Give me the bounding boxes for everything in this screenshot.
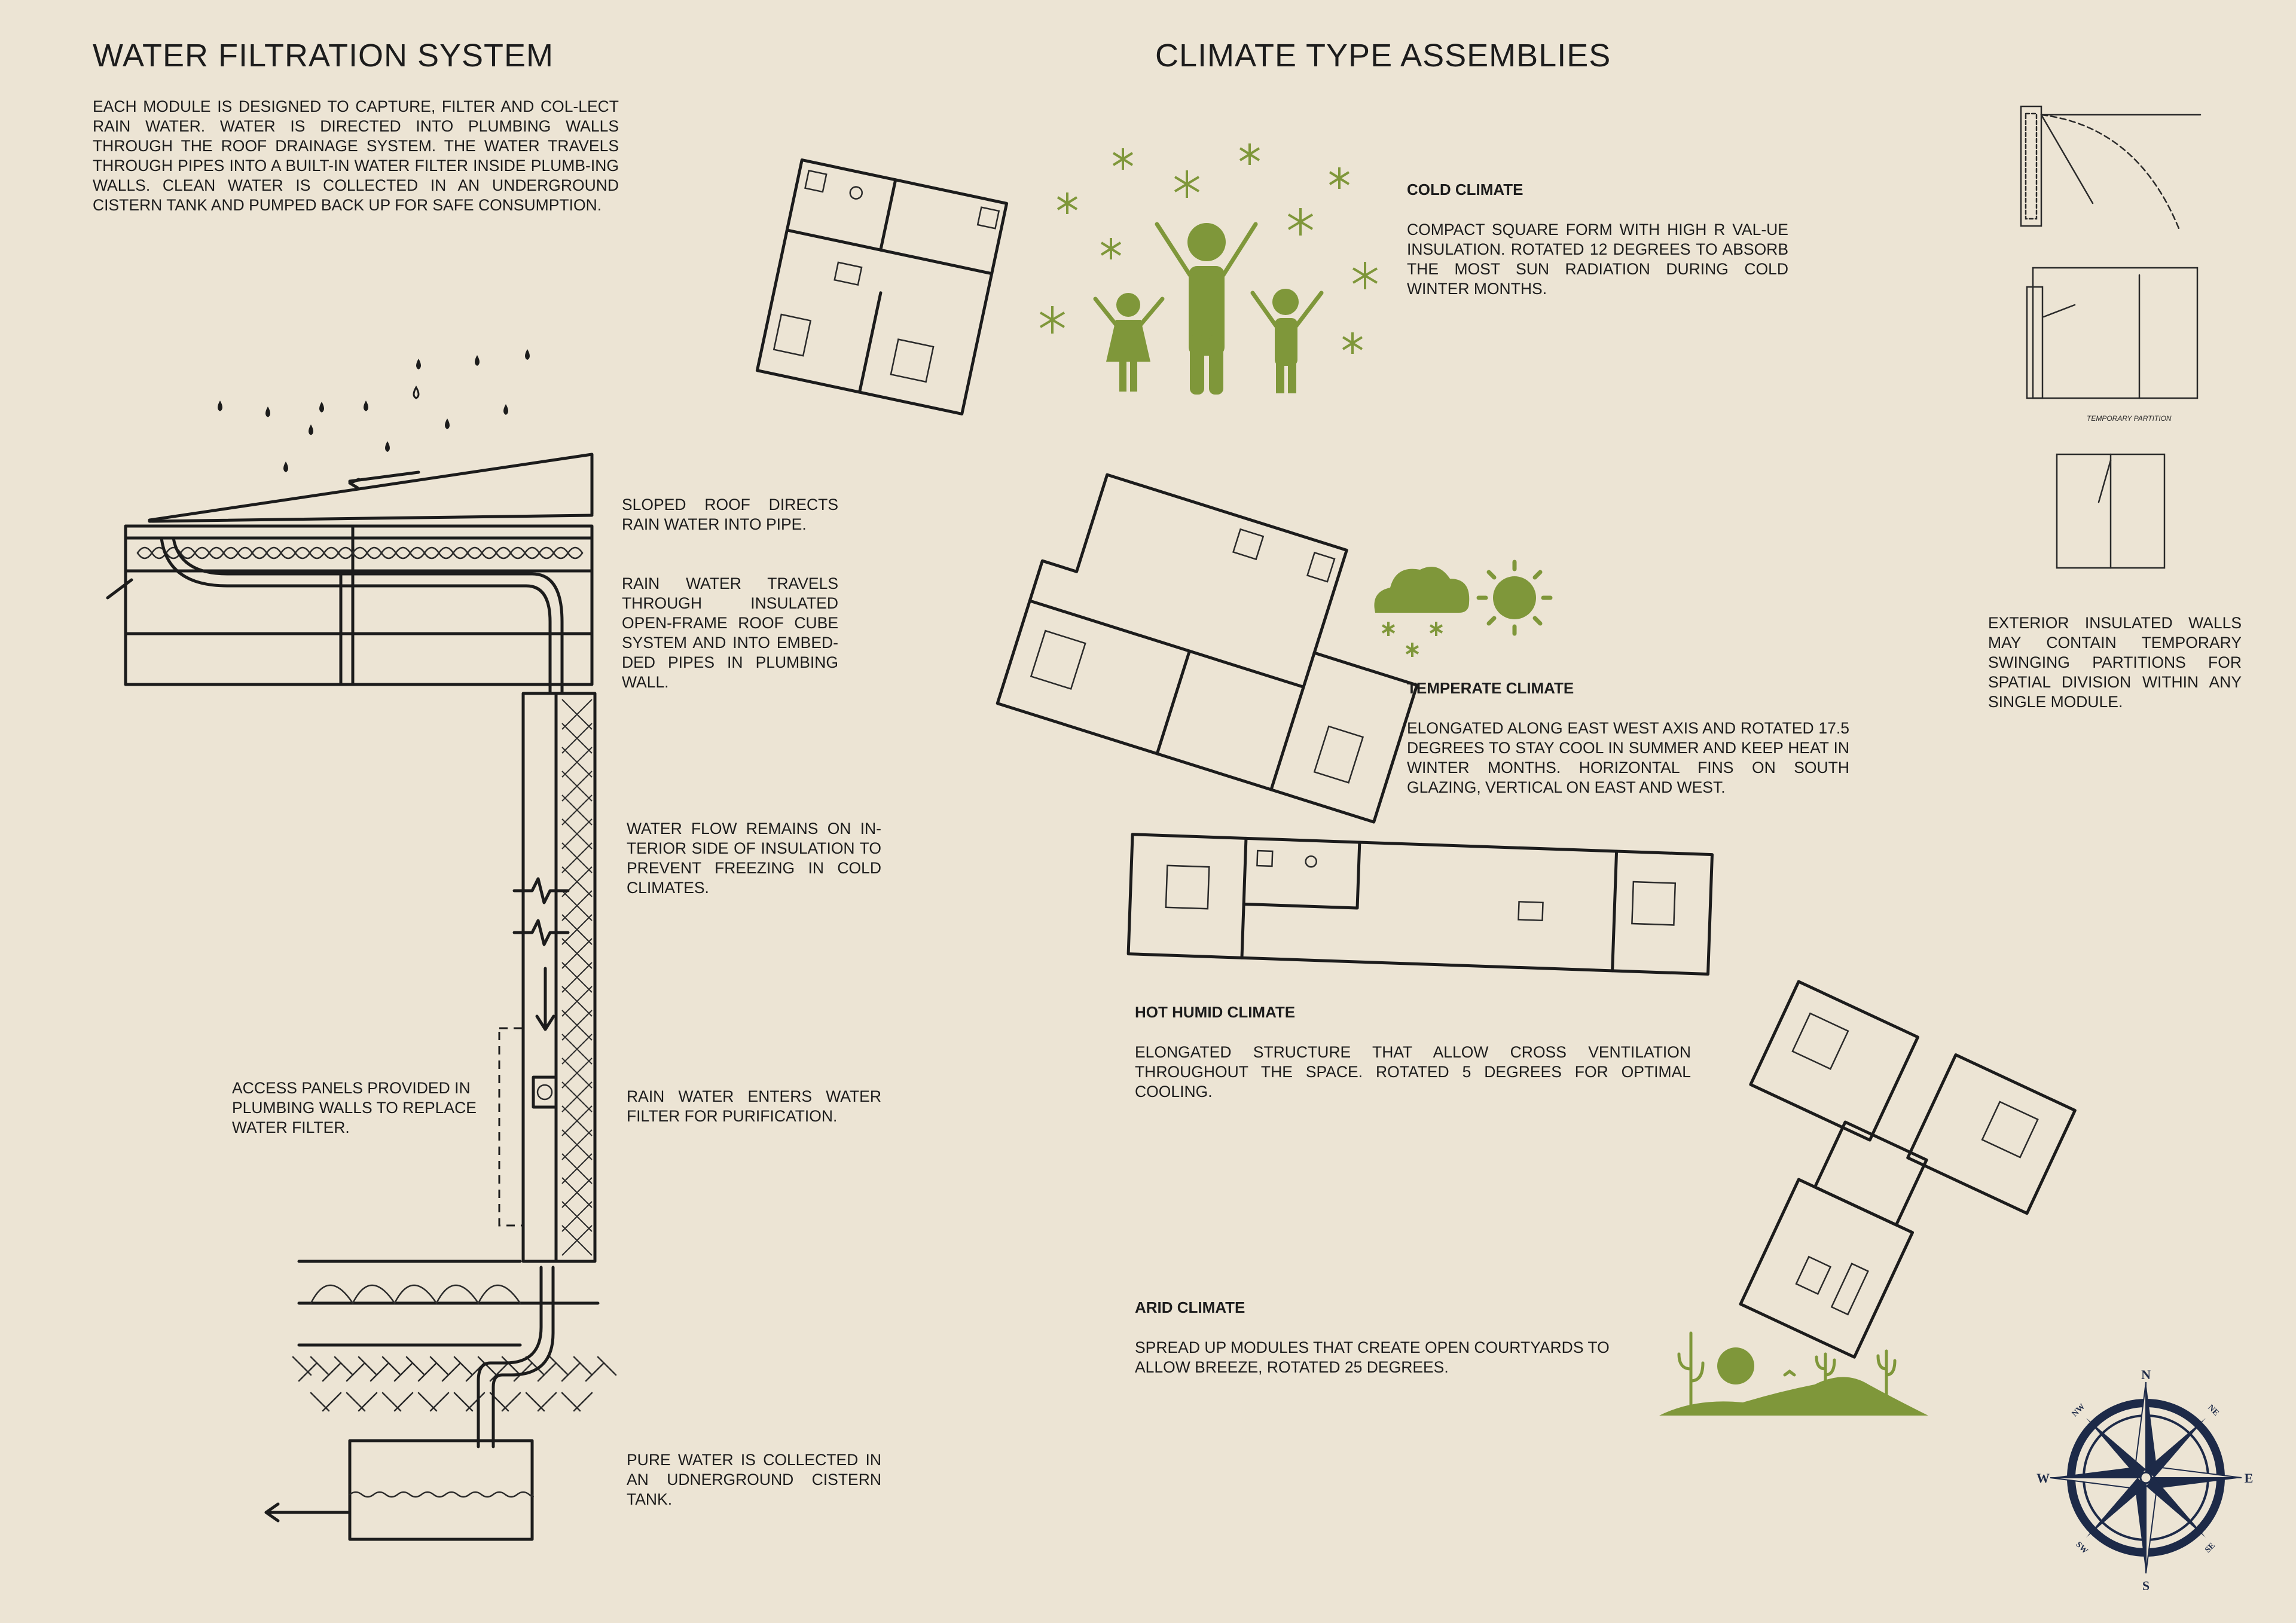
compass-s: S [2142, 1578, 2150, 1593]
water-filtration-title: WATER FILTRATION SYSTEM [93, 38, 554, 74]
compass-nw: NW [2071, 1402, 2087, 1419]
note-water-filter: RAIN WATER ENTERS WATER FILTER FOR PURIF… [627, 1087, 881, 1125]
note-access-panels: ACCESS PANELS PROVIDED IN PLUMBING WALLS… [232, 1079, 477, 1136]
temperate-climate-text: ELONGATED ALONG EAST WEST AXIS AND ROTAT… [1407, 719, 1849, 796]
compass-w: W [2037, 1471, 2050, 1486]
compass-ne: NE [2206, 1403, 2220, 1417]
climate-assemblies-title: CLIMATE TYPE ASSEMBLIES [1155, 38, 1611, 74]
snowflakes [1039, 143, 1378, 354]
temperate-climate-heading: TEMPERATE CLIMATE [1407, 679, 1574, 697]
cold-climate-heading: COLD CLIMATE [1407, 181, 1523, 198]
compass-n: N [2141, 1367, 2151, 1382]
note-sloped-roof: SLOPED ROOF DIRECTS RAIN WATER INTO PIPE… [622, 496, 838, 533]
compass-sw: SW [2074, 1541, 2089, 1556]
hot-humid-climate-text: ELONGATED STRUCTURE THAT ALLOW CROSS VEN… [1135, 1043, 1691, 1101]
water-filtration-intro: EACH MODULE IS DESIGNED TO CAPTURE, FILT… [93, 97, 619, 214]
arid-climate-heading: ARID CLIMATE [1135, 1298, 1245, 1316]
note-rain-travels: RAIN WATER TRAVELS THROUGH INSULATED OPE… [622, 574, 838, 691]
water-filtration-section-sketch [106, 349, 617, 1541]
partition-sketch-1 [2020, 105, 2202, 230]
compass-e: E [2245, 1471, 2254, 1486]
cold-climate-text: COMPACT SQUARE FORM WITH HIGH R VAL-UE I… [1407, 221, 1788, 298]
soil-hatch [292, 1356, 617, 1412]
rain-drops [218, 349, 530, 472]
compass-se: SE [2203, 1541, 2217, 1555]
hot-humid-climate-heading: HOT HUMID CLIMATE [1135, 1003, 1296, 1021]
note-pure-water: PURE WATER IS COLLECTED IN AN UDNERGROUN… [627, 1451, 881, 1508]
partitions-text: EXTERIOR INSULATED WALLS MAY CONTAIN TEM… [1988, 614, 2242, 711]
partition-sketch-2 [2026, 267, 2199, 399]
arid-climate-text: SPREAD UP MODULES THAT CREATE OPEN COURT… [1135, 1338, 1610, 1376]
note-water-flow: WATER FLOW REMAINS ON IN-TERIOR SIDE OF … [627, 820, 881, 897]
partition-sketch-3 [2056, 453, 2166, 569]
temporary-partition-label: TEMPORARY PARTITION [2087, 414, 2172, 423]
